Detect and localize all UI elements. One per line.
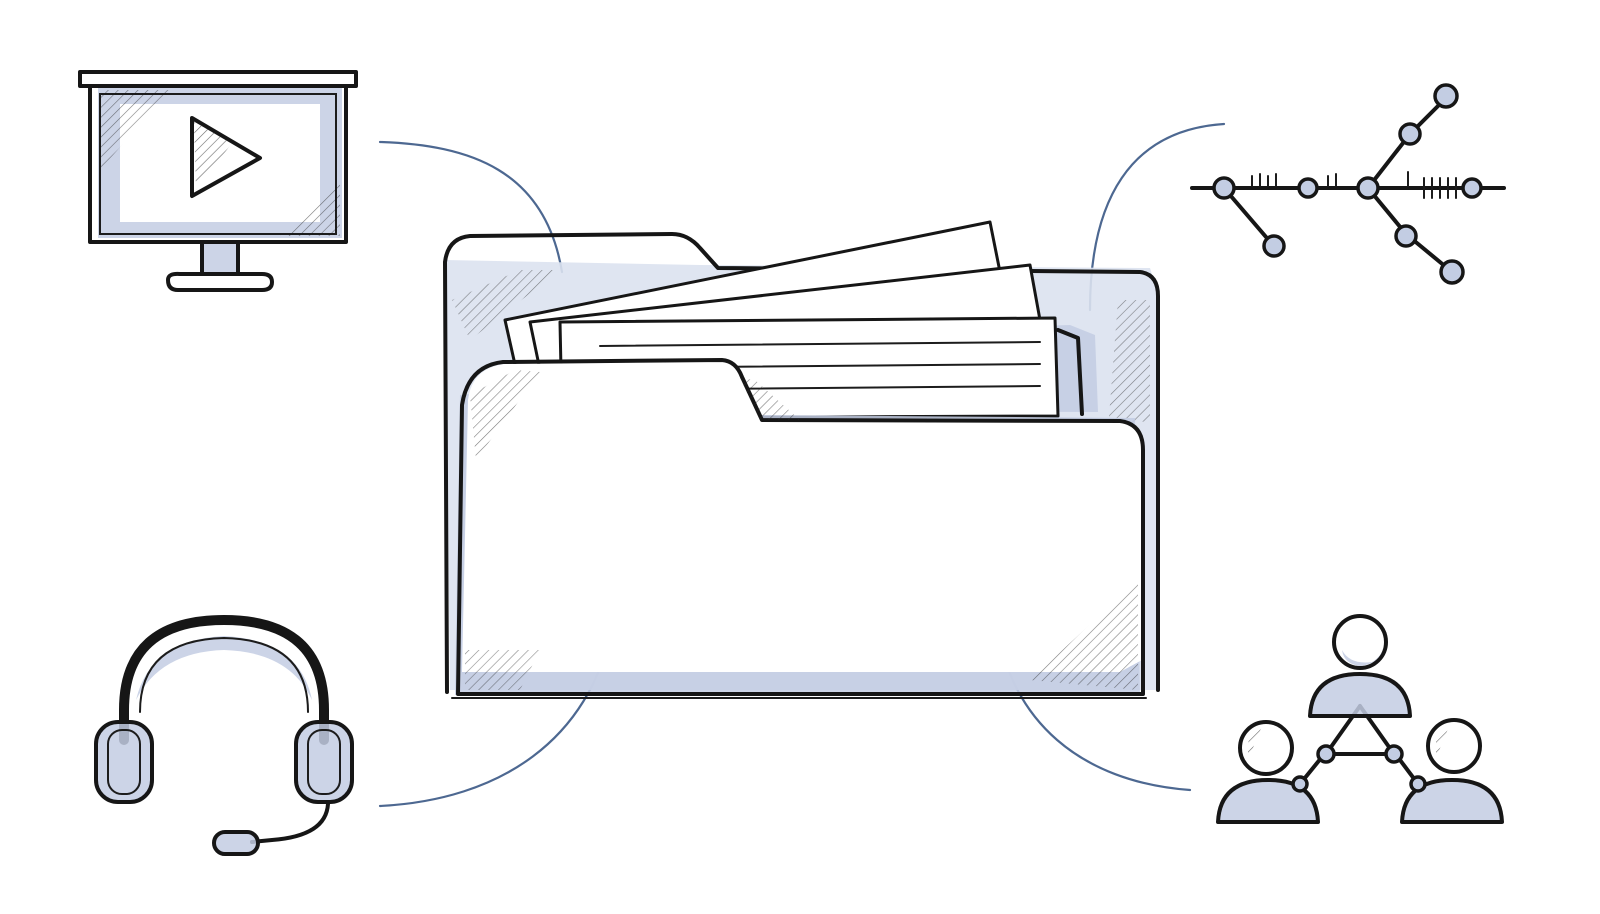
user-network-icon [1216,614,1504,824]
connector-top-left [378,140,564,274]
documents [503,220,1098,420]
user-avatar-top [1308,614,1412,718]
headset-icon [94,615,354,856]
presentation-screen-play-icon [78,70,358,292]
timeline-branch-icon [1190,83,1506,285]
user-avatar-right [1400,718,1504,824]
folder-with-documents-icon [443,220,1160,699]
user-avatar-left [1216,720,1320,824]
